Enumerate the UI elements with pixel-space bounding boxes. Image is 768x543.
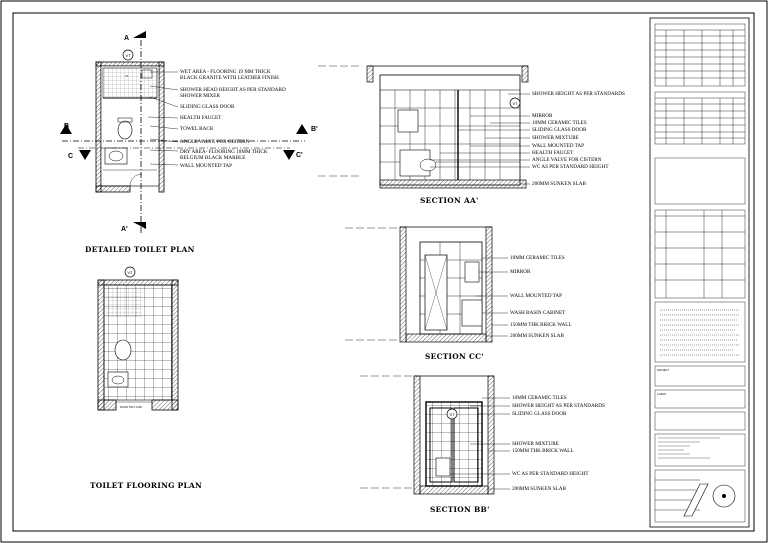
revision-table-1 xyxy=(654,23,746,87)
aa-callout: 10MM CERAMIC TILES xyxy=(532,120,587,126)
plan-callout: BELGIUM BLACK MARBLE xyxy=(180,155,245,161)
aa-callout: SLIDING GLASS DOOR xyxy=(532,127,587,133)
bb-callout: SLIDING GLASS DOOR xyxy=(512,411,567,417)
plan-title: DETAILED TOILET PLAN xyxy=(85,245,195,254)
plan-callout: ANGLE VALVE FOR CISTERN xyxy=(180,139,250,145)
plan-callout: TOWEL RACK xyxy=(180,126,214,132)
marker-a: A xyxy=(124,35,129,42)
plan-callout: SHOWER MIXER xyxy=(180,93,220,99)
cc-callout: MIRROR xyxy=(510,269,531,275)
cc-callout: 200MM SUNKEN SLAB xyxy=(510,333,564,339)
marker-c: C xyxy=(68,153,73,160)
aa-callout: ANGLE VALVE FOR CISTERN xyxy=(532,157,602,163)
inner-border xyxy=(12,12,755,532)
marker-b: B xyxy=(64,123,69,130)
notes-box xyxy=(654,301,746,363)
bb-callout: 150MM THK BRICK WALL xyxy=(512,448,574,454)
svg-text:DOOR 750 X 2100: DOOR 750 X 2100 xyxy=(120,405,142,409)
bb-callout: WC AS PER STANDARD HEIGHT xyxy=(512,471,589,477)
section-aa-callouts: SHOWER HEIGHT AS PER STANDARDS MIRROR 10… xyxy=(532,91,625,187)
bb-callout: SHOWER HEIGHT AS PER STANDARDS xyxy=(512,403,605,409)
aa-callout: 200MM SUNKEN SLAB xyxy=(532,181,586,187)
plan-callout: BLACK GRANITE WITH LEATHER FINISH xyxy=(180,75,279,81)
aa-callout: SHOWER HEIGHT AS PER STANDARDS xyxy=(532,91,625,97)
marker-b2: B' xyxy=(311,126,318,133)
section-aa: VT SHOWER HEIGHT AS PER STANDARDS MIRROR… xyxy=(318,65,625,205)
plan-callout: SLIDING GLASS DOOR xyxy=(180,104,235,110)
project-label: PROJECT xyxy=(657,368,670,372)
logo-mark xyxy=(683,483,709,517)
revision-table-2 xyxy=(654,91,746,145)
cc-callout: WALL MOUNTED TAP xyxy=(510,293,562,299)
marker-c2: C' xyxy=(296,152,303,159)
aa-callout: MIRROR xyxy=(532,113,553,119)
marker-a2: A' xyxy=(121,226,128,233)
detailed-toilet-plan: VT VT A A' B B' C C' xyxy=(60,31,318,254)
schedule-grid xyxy=(654,209,746,299)
section-bb-callouts: 10MM CERAMIC TILES SHOWER HEIGHT AS PER … xyxy=(512,395,605,492)
cc-callout: WASH BASIN CABINET xyxy=(510,310,566,316)
section-bb-title: SECTION BB' xyxy=(430,505,490,514)
section-bb: VT 10MM CERAMIC TILES SHOWER HEIGHT AS P… xyxy=(360,375,605,514)
aa-callout: WALL MOUNTED TAP xyxy=(532,143,584,149)
plan-tag: VT xyxy=(125,53,131,58)
section-aa-tag: VT xyxy=(512,101,518,106)
plan-callout: HEALTH FAUCET xyxy=(180,115,222,121)
plan-callout: WALL MOUNTED TAP xyxy=(180,163,232,169)
flooring-title: TOILET FLOORING PLAN xyxy=(90,481,202,490)
cc-callout: 10MM CERAMIC TILES xyxy=(510,255,565,261)
cc-callout: 150MM THK BRICK WALL xyxy=(510,322,572,328)
svg-text:VT: VT xyxy=(125,74,129,78)
plan-callout: DRY AREA- FLOORING 18MM THICK xyxy=(180,149,268,155)
section-bb-tag: VT xyxy=(449,412,455,417)
aa-callout: HEALTH FAUCET xyxy=(532,150,574,156)
section-cc: 10MM CERAMIC TILES MIRROR WALL MOUNTED T… xyxy=(345,226,572,361)
plan-callout: SHOWER HEAD HEIGHT AS PER STANDARD xyxy=(180,87,286,93)
aa-callout: SHOWER MIXTURE xyxy=(532,135,579,141)
section-cc-title: SECTION CC' xyxy=(425,352,484,361)
section-aa-title: SECTION AA' xyxy=(420,196,479,205)
bb-callout: 200MM SUNKEN SLAB xyxy=(512,486,566,492)
bb-callout: 10MM CERAMIC TILES xyxy=(512,395,567,401)
plan-callout: WET AREA - FLOORING 19 MM THICK xyxy=(180,69,271,75)
aa-callout: WC AS PER STANDARD HEIGHT xyxy=(532,164,609,170)
title-block: PROJECT CLIENT xyxy=(649,17,750,528)
section-cc-callouts: 10MM CERAMIC TILES MIRROR WALL MOUNTED T… xyxy=(510,255,572,339)
flooring-tag: VT xyxy=(127,270,133,275)
plan-callouts: WET AREA - FLOORING 19 MM THICK BLACK GR… xyxy=(180,69,286,169)
toilet-flooring-plan: VT DOOR 750 X 2100 TOILET FLOORING PLAN xyxy=(90,266,202,490)
bb-callout: SHOWER MIXTURE xyxy=(512,441,559,447)
client-label: CLIENT xyxy=(657,392,667,396)
